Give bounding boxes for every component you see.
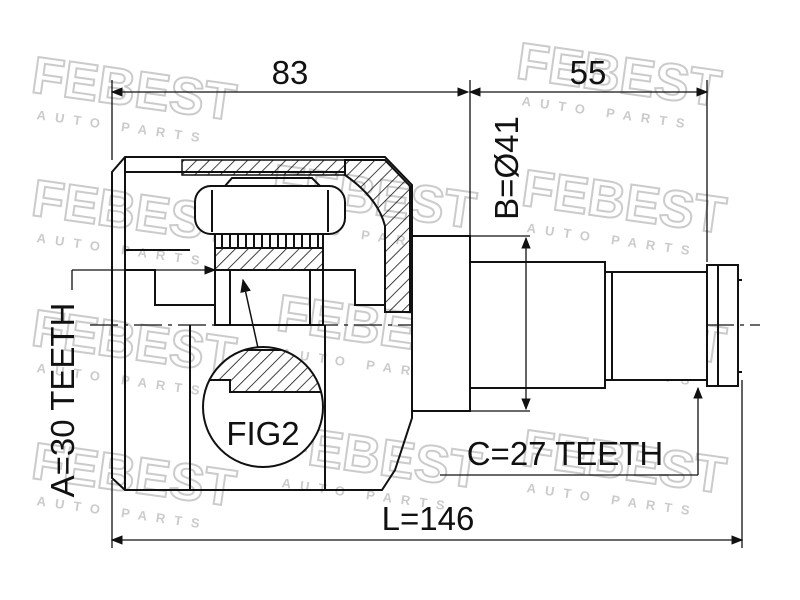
stub-shaft bbox=[411, 235, 742, 412]
dim-b-label: B=Ø41 bbox=[488, 116, 525, 220]
dim-55 bbox=[468, 80, 709, 262]
dim-l-label: L=146 bbox=[382, 500, 475, 537]
dim-a-label: A=30 TEETH bbox=[44, 303, 81, 498]
dim-83-label: 83 bbox=[272, 54, 309, 91]
tripod-roller bbox=[194, 177, 346, 235]
detail-circle: FIG2 bbox=[202, 346, 324, 468]
dim-l bbox=[110, 380, 744, 548]
hub-hatch bbox=[214, 247, 324, 271]
spline-teeth bbox=[214, 233, 324, 249]
dim-83 bbox=[110, 80, 470, 160]
detail-leader bbox=[240, 278, 259, 349]
dim-b bbox=[470, 235, 531, 412]
dim-a bbox=[71, 265, 217, 290]
inner-hub bbox=[214, 269, 324, 326]
dim-c bbox=[440, 386, 703, 476]
dim-c-label: C=27 TEETH bbox=[467, 435, 664, 472]
detail-label: FIG2 bbox=[226, 415, 299, 452]
housing-top-hatch bbox=[181, 159, 346, 176]
housing-wall-hatch bbox=[344, 159, 411, 313]
dim-55-label: 55 bbox=[570, 54, 607, 91]
